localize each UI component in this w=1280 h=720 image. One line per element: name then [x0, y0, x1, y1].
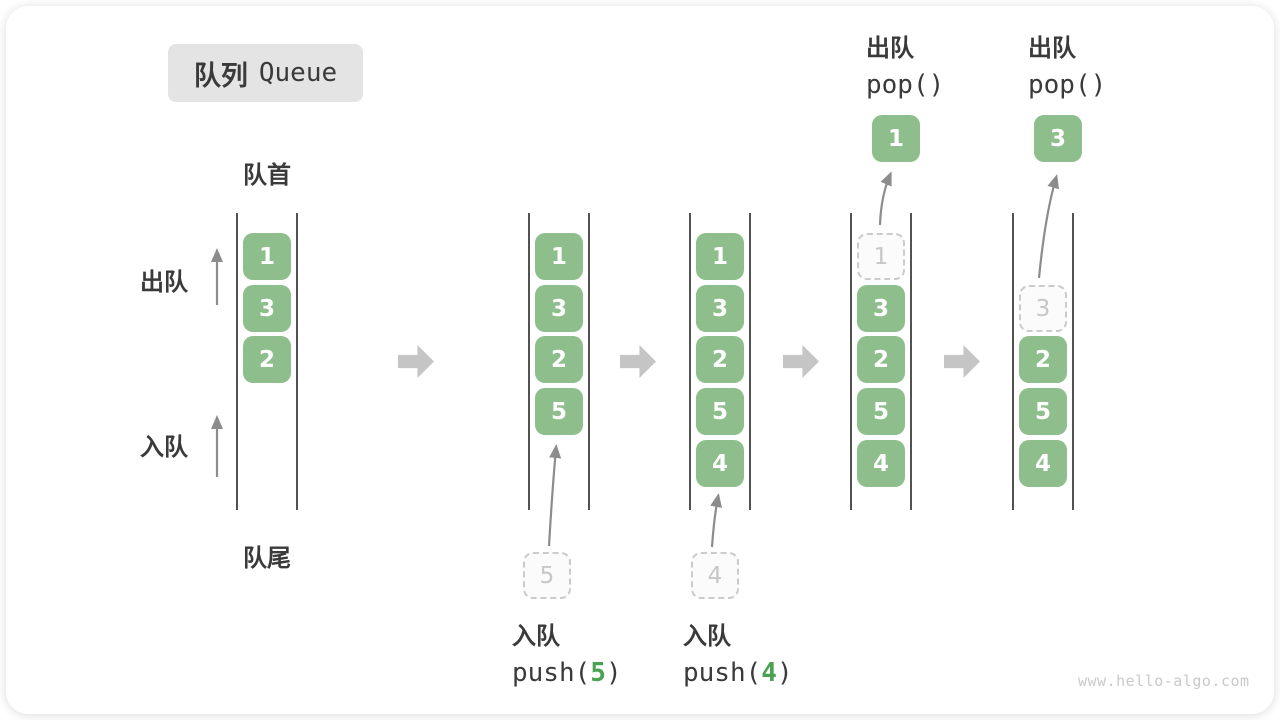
push-arg-value: 5	[590, 658, 606, 688]
popped-element: 1	[872, 115, 920, 162]
push-code-text: push(5)	[512, 658, 622, 688]
queue-element: 2	[857, 336, 905, 383]
queue-element: 3	[696, 285, 744, 332]
dequeue-op-text: 出队	[1028, 34, 1076, 62]
push-operation-label: 入队 push(4)	[683, 616, 793, 688]
queue-element: 2	[535, 336, 583, 383]
queue-element: 3	[857, 285, 905, 332]
pop-code-text: pop()	[1028, 70, 1107, 100]
step-arrow-icon	[398, 345, 434, 378]
step-arrow-icon	[783, 345, 819, 378]
label-queue-front: 队首	[243, 161, 291, 189]
label-queue-rear: 队尾	[243, 544, 291, 572]
pending-element: 5	[523, 552, 571, 599]
queue-element: 2	[696, 336, 744, 383]
queue-element: 5	[696, 388, 744, 435]
queue-element: 5	[1019, 388, 1067, 435]
title-badge: 队列 Queue	[168, 44, 363, 102]
queue-element: 4	[857, 440, 905, 487]
pending-element: 4	[691, 552, 739, 599]
queue-wall-right	[749, 213, 751, 510]
queue-wall-left	[528, 213, 530, 510]
step-arrow-icon	[944, 345, 980, 378]
queue-element: 4	[1019, 440, 1067, 487]
queue-wall-left	[689, 213, 691, 510]
enqueue-arrow-state2	[547, 444, 562, 547]
queue-wall-right	[588, 213, 590, 510]
enqueue-arrow-state3	[710, 493, 723, 548]
queue-element: 4	[696, 440, 744, 487]
queue-element: 3	[243, 285, 291, 332]
queue-element: 5	[857, 388, 905, 435]
enqueue-op-text: 入队	[683, 622, 731, 650]
pop-operation-label: 出队 pop()	[866, 28, 944, 100]
push-operation-label: 入队 push(5)	[512, 616, 622, 688]
queue-element: 2	[243, 336, 291, 383]
pop-arrow-state4	[878, 171, 892, 226]
queue-wall-left	[236, 213, 238, 510]
queue-wall-left	[1012, 213, 1014, 510]
push-arg-value: 4	[761, 658, 777, 688]
step-arrow-icon	[620, 345, 656, 378]
queue-element-ghost: 1	[857, 233, 905, 280]
queue-element: 3	[535, 285, 583, 332]
queue-element: 1	[696, 233, 744, 280]
queue-wall-right	[296, 213, 298, 510]
title-en: Queue	[258, 58, 338, 88]
pop-code-text: pop()	[866, 70, 945, 100]
queue-wall-right	[1072, 213, 1074, 510]
pop-arrow-state5	[1037, 174, 1059, 279]
queue-wall-right	[910, 213, 912, 510]
watermark: www.hello-algo.com	[1078, 672, 1250, 690]
queue-element: 2	[1019, 336, 1067, 383]
label-dequeue: 出队	[140, 268, 188, 296]
dequeue-op-text: 出队	[866, 34, 914, 62]
queue-element: 1	[243, 233, 291, 280]
queue-element-ghost: 3	[1019, 285, 1067, 332]
title-zh: 队列	[193, 60, 248, 92]
queue-wall-left	[850, 213, 852, 510]
queue-element: 5	[535, 388, 583, 435]
queue-element: 1	[535, 233, 583, 280]
pop-operation-label: 出队 pop()	[1028, 28, 1106, 100]
enqueue-op-text: 入队	[512, 622, 560, 650]
label-enqueue: 入队	[140, 433, 188, 461]
popped-element: 3	[1034, 115, 1082, 162]
push-code-text: push(4)	[683, 658, 793, 688]
